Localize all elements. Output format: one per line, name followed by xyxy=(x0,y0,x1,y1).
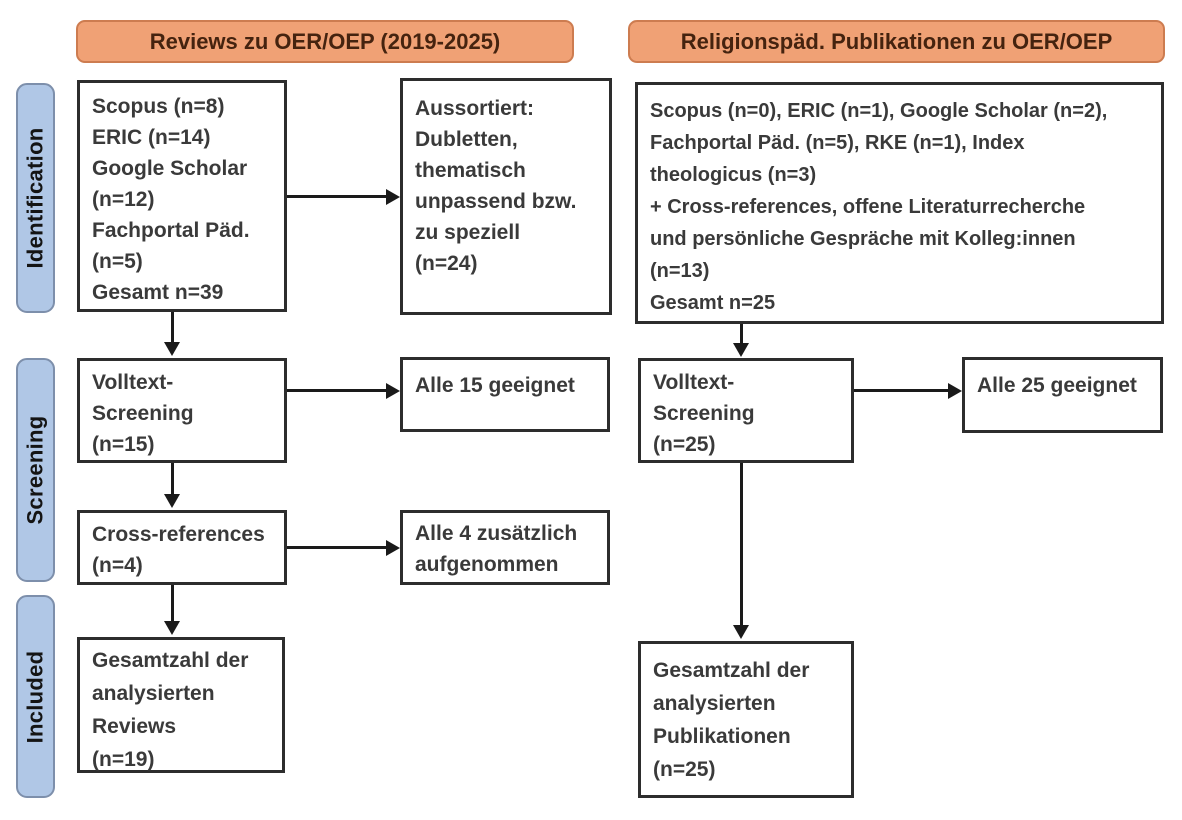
arrow-right-fulltext-to-result-line xyxy=(854,389,948,392)
arrow-right-fulltext-to-included-line xyxy=(740,463,743,625)
box-right-fulltext-screening: Volltext- Screening (n=25) xyxy=(638,358,854,463)
arrow-right-sources-to-fulltext-line xyxy=(740,324,743,344)
arrow-left-sources-to-excluded-head xyxy=(386,189,400,205)
box-right-fulltext-result: Alle 25 geeignet xyxy=(962,357,1163,433)
box-right-included-total: Gesamtzahl der analysierten Publikatione… xyxy=(638,641,854,798)
arrow-left-fulltext-to-result-line xyxy=(287,389,386,392)
arrow-left-sources-to-fulltext-head xyxy=(164,342,180,356)
box-right-sources: Scopus (n=0), ERIC (n=1), Google Scholar… xyxy=(635,82,1164,324)
arrow-right-sources-to-fulltext-head xyxy=(733,343,749,357)
box-left-cross-references: Cross-references (n=4) xyxy=(77,510,287,585)
stage-label-screening-text: Screening xyxy=(22,415,48,525)
arrow-left-fulltext-to-crossref-head xyxy=(164,494,180,508)
arrow-left-fulltext-to-crossref-line xyxy=(171,463,174,494)
stage-label-identification-text: Identification xyxy=(22,127,48,269)
header-reviews-column: Reviews zu OER/OEP (2019-2025) xyxy=(76,20,574,63)
stage-label-identification: Identification xyxy=(16,83,55,313)
arrow-left-crossref-to-result-head xyxy=(386,540,400,556)
stage-label-included-text: Included xyxy=(22,650,48,743)
header-religionspaed-column: Religionspäd. Publikationen zu OER/OEP xyxy=(628,20,1165,63)
arrow-right-fulltext-to-included-head xyxy=(733,625,749,639)
box-left-sources: Scopus (n=8) ERIC (n=14) Google Scholar … xyxy=(77,80,287,312)
box-left-cross-references-result: Alle 4 zusätzlich aufgenommen xyxy=(400,510,610,585)
box-left-fulltext-screening: Volltext- Screening (n=15) xyxy=(77,358,287,463)
box-left-fulltext-result: Alle 15 geeignet xyxy=(400,357,610,432)
arrow-left-sources-to-excluded-line xyxy=(287,195,386,198)
box-left-included-total: Gesamtzahl der analysierten Reviews (n=1… xyxy=(77,637,285,773)
arrow-left-crossref-to-included-line xyxy=(171,585,174,621)
arrow-left-fulltext-to-result-head xyxy=(386,383,400,399)
box-left-excluded: Aussortiert: Dubletten, thematisch unpas… xyxy=(400,78,612,315)
stage-label-screening: Screening xyxy=(16,358,55,582)
arrow-left-crossref-to-included-head xyxy=(164,621,180,635)
arrow-right-fulltext-to-result-head xyxy=(948,383,962,399)
arrow-left-sources-to-fulltext-line xyxy=(171,312,174,343)
arrow-left-crossref-to-result-line xyxy=(287,546,386,549)
stage-label-included: Included xyxy=(16,595,55,798)
